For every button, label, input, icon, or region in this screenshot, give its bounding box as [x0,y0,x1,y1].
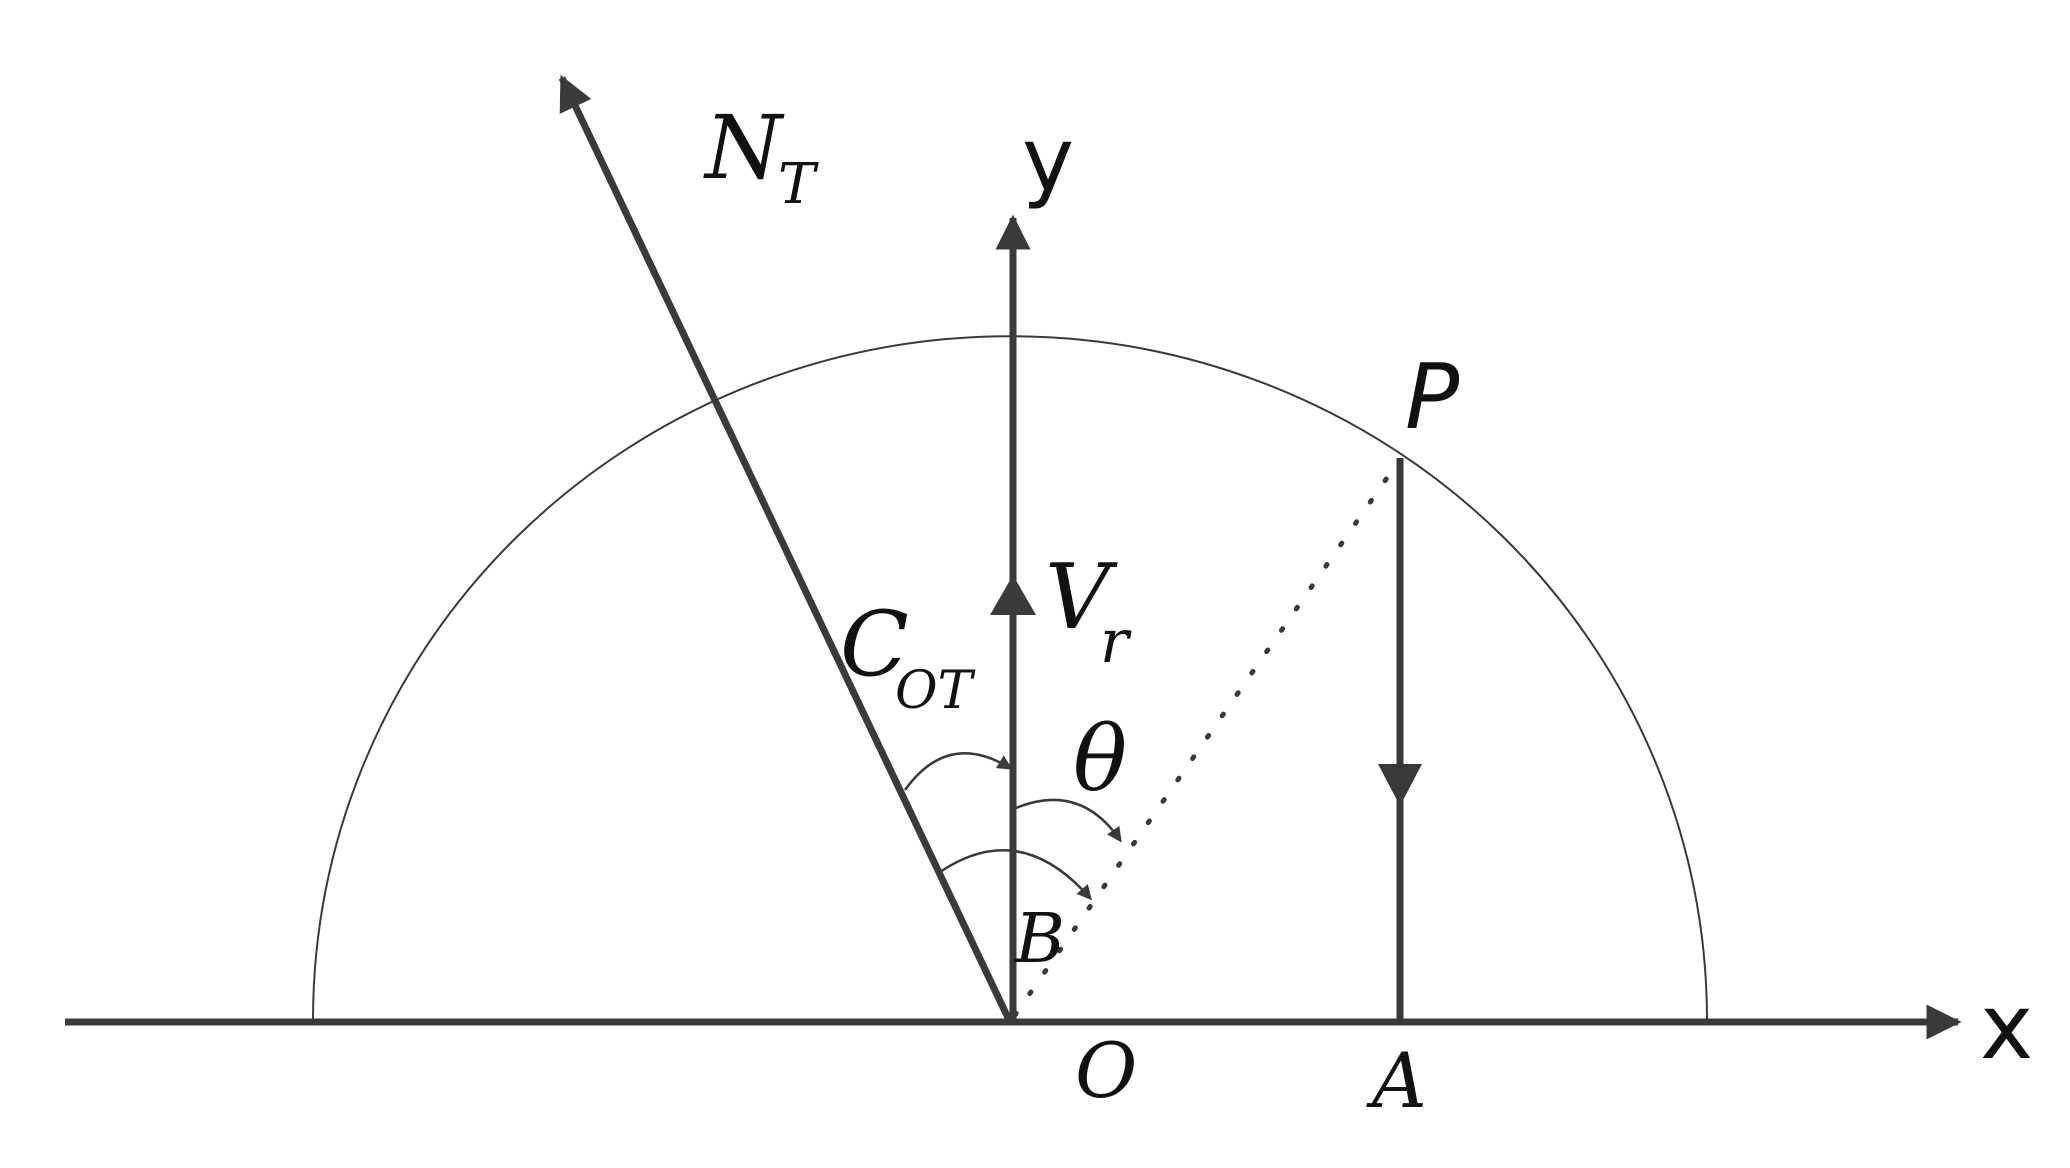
label-p: P [1405,345,1460,450]
pa-arrowhead [1378,764,1422,806]
label-theta: θ [1073,707,1127,812]
label-v-sub: r [1100,607,1132,677]
label-n-main: N [703,96,785,199]
label-n-sub: T [778,152,819,217]
op-dotted-line [1012,459,1401,1018]
label-origin: O [1075,1026,1137,1115]
label-x-axis: x [1980,975,2033,1080]
label-b: B [1013,900,1065,979]
label-a: A [1366,1036,1427,1125]
theta-angle-arc [1015,798,1122,843]
cot-angle-arc [903,752,1013,791]
label-c-main: C [840,592,909,697]
nt-vector-line [558,74,1014,1024]
vr-arrowhead [990,575,1036,615]
label-v-main: V [1045,545,1118,650]
label-y-axis: y [1022,108,1074,211]
label-c-sub: OT [895,661,976,721]
b-angle-arc [939,849,1092,901]
